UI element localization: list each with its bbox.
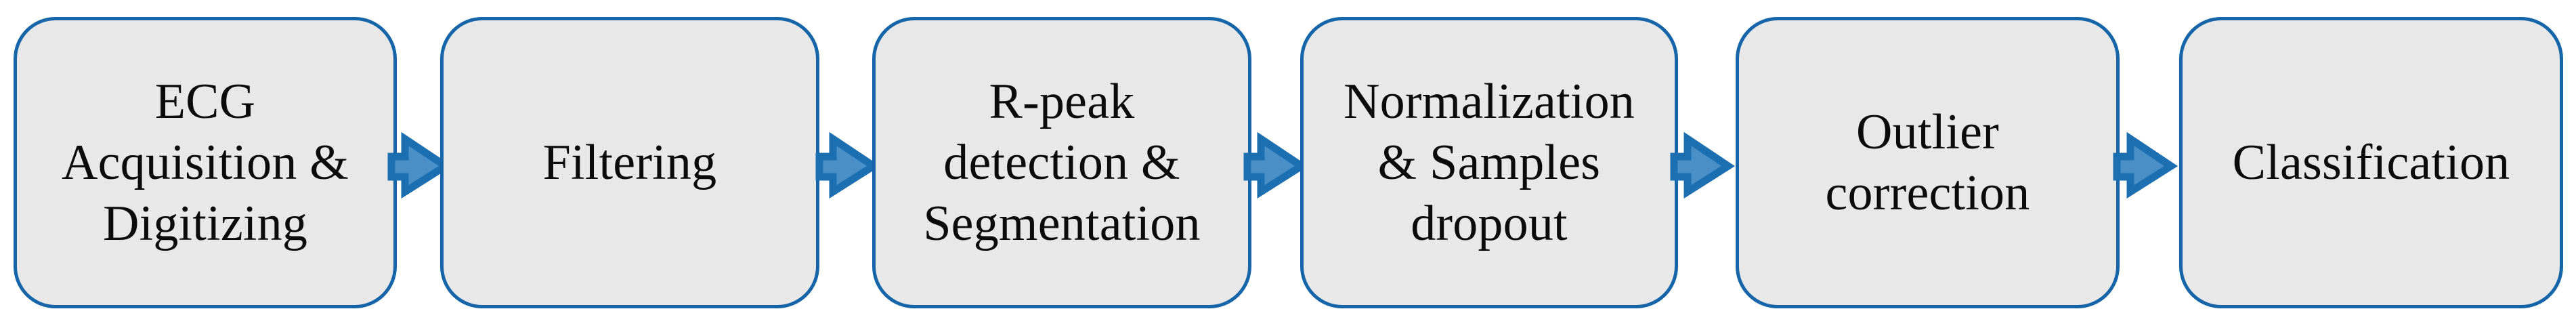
arrow-right-icon-3 bbox=[1243, 131, 1309, 199]
flow-node-filtering[interactable]: Filtering bbox=[440, 17, 819, 308]
arrow-right-icon bbox=[387, 131, 453, 199]
flow-node-label: Outlier correction bbox=[1825, 104, 2030, 221]
flow-node-label: ECG Acquisition & Digitizing bbox=[62, 73, 349, 252]
arrow-right-icon bbox=[1670, 131, 1736, 199]
flow-node-normalization-samples-dropout[interactable]: Normalization & Samples dropout bbox=[1300, 17, 1678, 308]
flow-node-label: Classification bbox=[2232, 134, 2510, 190]
arrow-right-icon bbox=[2113, 131, 2178, 199]
flow-node-label: Filtering bbox=[542, 134, 717, 190]
flow-node-outlier-correction[interactable]: Outlier correction bbox=[1736, 17, 2120, 308]
flow-node-label: Normalization & Samples dropout bbox=[1343, 73, 1635, 252]
flow-node-classification[interactable]: Classification bbox=[2179, 17, 2563, 308]
flow-node-r-peak-detection-segmentation[interactable]: R-peak detection & Segmentation bbox=[872, 17, 1251, 308]
arrow-right-icon-4 bbox=[1670, 131, 1736, 199]
arrow-right-icon-1 bbox=[387, 131, 453, 199]
arrow-right-icon bbox=[815, 131, 881, 199]
arrow-right-icon-2 bbox=[815, 131, 881, 199]
arrow-right-icon bbox=[1243, 131, 1309, 199]
flow-node-ecg-acquisition-digitizing[interactable]: ECG Acquisition & Digitizing bbox=[14, 17, 397, 308]
arrow-right-icon-5 bbox=[2113, 131, 2178, 199]
flow-node-label: R-peak detection & Segmentation bbox=[923, 73, 1201, 252]
